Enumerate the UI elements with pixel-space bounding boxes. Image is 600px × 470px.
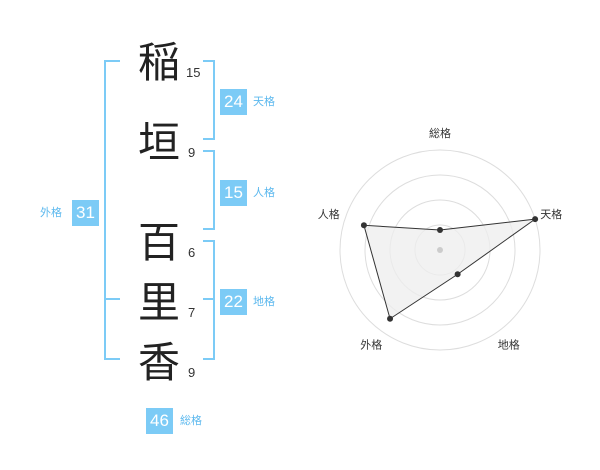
tenkaku-label: 天格 <box>253 95 275 108</box>
radar-point-1 <box>532 216 539 223</box>
jinkaku-badge: 15 <box>220 180 247 206</box>
radar-point-2 <box>454 271 461 278</box>
tenkaku-bracket <box>203 60 215 140</box>
character-3: 百 <box>137 218 180 267</box>
chikaku-badge: 22 <box>220 289 247 315</box>
radar-axis-label-0: 総格 <box>429 126 451 140</box>
chikaku-bracket <box>203 240 215 360</box>
stroke-count-3: 6 <box>188 245 196 260</box>
gaikaku-bracket <box>104 60 120 360</box>
radar-axis-label-4: 人格 <box>318 207 340 221</box>
radar-ring-3 <box>364 174 516 326</box>
stroke-count-1: 15 <box>186 65 201 80</box>
gaikaku-label: 外格 <box>40 206 62 219</box>
radar-axis-label-1: 天格 <box>540 207 562 221</box>
character-2: 垣 <box>137 118 180 167</box>
radar-point-3 <box>387 315 394 322</box>
character-5: 香 <box>137 338 180 387</box>
tenkaku-badge: 24 <box>220 89 247 115</box>
stroke-count-2: 9 <box>188 145 196 160</box>
character-1: 稲 <box>137 38 180 87</box>
radar-axis-label-2: 地格 <box>498 338 520 352</box>
radar-ring-4 <box>339 149 541 351</box>
radar-area <box>363 218 536 320</box>
radar-point-0 <box>437 227 443 233</box>
chikaku-bracket-tick <box>203 298 215 300</box>
radar-center-dot <box>437 247 443 253</box>
jinkaku-label: 人格 <box>253 186 275 199</box>
character-4: 里 <box>137 278 180 327</box>
radar-axis-label-3: 外格 <box>360 338 382 352</box>
jinkaku-bracket <box>203 150 215 230</box>
stroke-count-4: 7 <box>188 305 196 320</box>
soukaku-badge: 46 <box>146 408 173 434</box>
soukaku-label: 総格 <box>180 414 202 427</box>
gaikaku-badge: 31 <box>72 200 99 226</box>
radar-point-4 <box>360 222 367 229</box>
chikaku-label: 地格 <box>253 295 275 308</box>
radar-points <box>360 216 539 322</box>
gaikaku-bracket-tick <box>104 298 120 300</box>
stroke-count-5: 9 <box>188 365 196 380</box>
